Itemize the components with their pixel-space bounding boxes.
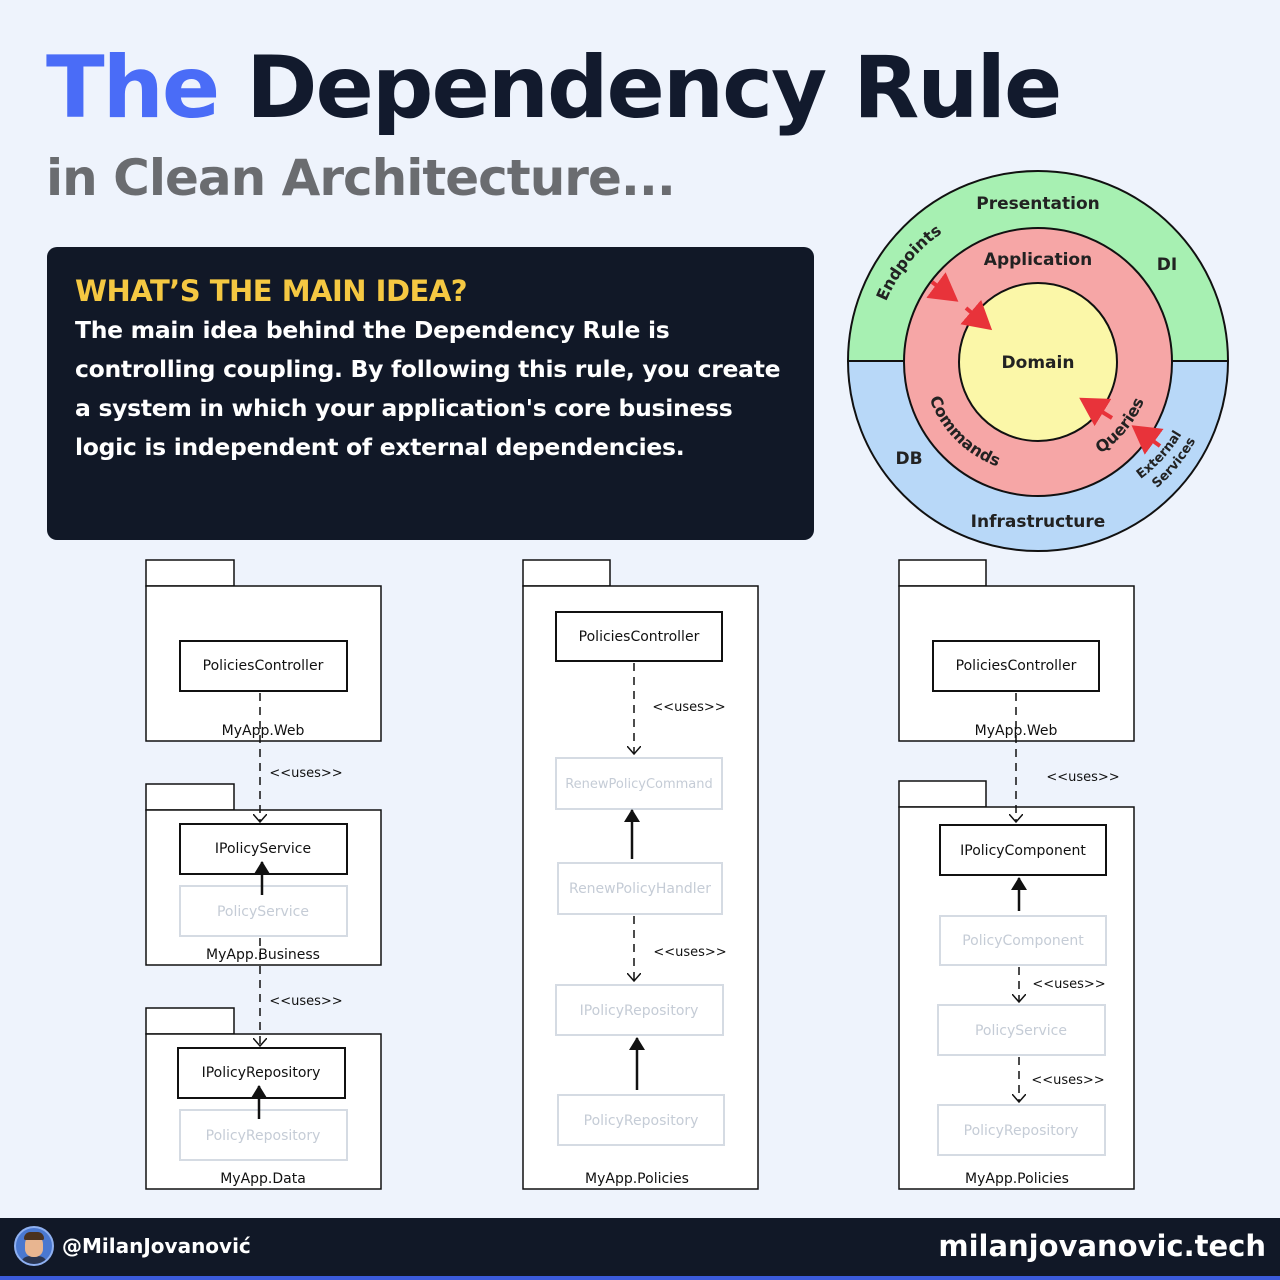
domain-core xyxy=(958,282,1118,442)
uses-label: <<uses>> xyxy=(1046,770,1119,785)
class-box xyxy=(937,1004,1106,1056)
avatar xyxy=(14,1226,54,1266)
onion-diagram: Presentation Infrastructure Application … xyxy=(846,170,1230,552)
title-accent: The xyxy=(46,38,220,138)
class-box xyxy=(179,640,348,692)
package-label-myapp-policies: MyApp.Policies xyxy=(965,1171,1069,1187)
dependency-arrow-application xyxy=(960,299,993,331)
label-presentation: Presentation xyxy=(976,194,1099,214)
class-renewpolicyhandler: RenewPolicyHandler xyxy=(569,881,711,897)
package-tab xyxy=(145,783,235,811)
label-application: Application xyxy=(984,250,1092,270)
package-label-myapp-business: MyApp.Business xyxy=(206,947,320,963)
class-renewpolicycommand: RenewPolicyCommand xyxy=(565,777,713,792)
page-title: The Dependency Rule xyxy=(46,38,1062,138)
main-idea-heading: WHAT’S THE MAIN IDEA? xyxy=(75,274,468,308)
uses-label: <<uses>> xyxy=(269,994,342,1009)
title-main: Dependency Rule xyxy=(246,38,1062,138)
class-box xyxy=(937,1104,1106,1156)
package-diagrams: PoliciesController IPolicyService Policy… xyxy=(145,559,1135,1190)
class-ipolicyrepository: IPolicyRepository xyxy=(202,1065,321,1081)
package-label-myapp-web: MyApp.Web xyxy=(222,723,305,739)
class-policies-controller: PoliciesController xyxy=(203,658,324,674)
label-di: DI xyxy=(1157,255,1177,275)
class-box xyxy=(939,824,1107,876)
label-db: DB xyxy=(895,449,922,469)
uses-label: <<uses>> xyxy=(1032,977,1105,992)
uses-label: <<uses>> xyxy=(1031,1073,1104,1088)
label-domain: Domain xyxy=(1002,353,1075,373)
website-link[interactable]: milanjovanovic.tech xyxy=(938,1229,1266,1263)
class-ipolicycomponent: IPolicyComponent xyxy=(960,843,1086,859)
class-box xyxy=(557,862,723,915)
class-box xyxy=(179,885,348,937)
uses-label: <<uses>> xyxy=(652,700,725,715)
author-handle: @MilanJovanović xyxy=(62,1234,251,1258)
package-tab xyxy=(145,559,235,587)
class-policies-controller: PoliciesController xyxy=(579,629,700,645)
main-idea-body: The main idea behind the Dependency Rule… xyxy=(75,316,781,461)
package-tab xyxy=(898,780,987,808)
class-box xyxy=(555,984,724,1036)
package-label-myapp-policies: MyApp.Policies xyxy=(585,1171,689,1187)
dependency-arrow-queries xyxy=(1079,397,1114,427)
package-tab xyxy=(522,559,611,587)
class-policycomponent: PolicyComponent xyxy=(962,933,1084,949)
class-policyrepository: PolicyRepository xyxy=(584,1113,699,1129)
uses-label: <<uses>> xyxy=(653,945,726,960)
class-box xyxy=(557,1094,725,1146)
class-policies-controller: PoliciesController xyxy=(956,658,1077,674)
package-label-myapp-data: MyApp.Data xyxy=(220,1171,306,1187)
uses-label: <<uses>> xyxy=(269,766,342,781)
class-box xyxy=(932,640,1100,692)
page-subtitle: in Clean Architecture... xyxy=(46,149,676,207)
class-ipolicyservice: IPolicyService xyxy=(215,841,311,857)
class-policyservice: PolicyService xyxy=(975,1023,1067,1039)
class-policyservice: PolicyService xyxy=(217,904,309,920)
class-box xyxy=(555,611,723,662)
footer-bar: @MilanJovanović milanjovanovic.tech xyxy=(0,1218,1280,1280)
class-box xyxy=(555,757,723,810)
package-label-myapp-web: MyApp.Web xyxy=(975,723,1058,739)
class-box xyxy=(939,915,1107,966)
class-policyrepository: PolicyRepository xyxy=(964,1123,1079,1139)
package-tab xyxy=(145,1007,235,1035)
class-ipolicyrepository: IPolicyRepository xyxy=(580,1003,699,1019)
label-infrastructure: Infrastructure xyxy=(971,512,1106,532)
class-box xyxy=(179,1109,348,1161)
class-policyrepository: PolicyRepository xyxy=(206,1128,321,1144)
class-box xyxy=(179,823,348,875)
package-tab xyxy=(898,559,987,587)
dependency-arrow-external xyxy=(1131,425,1164,455)
dependency-arrow-endpoints xyxy=(926,272,959,302)
main-idea-panel: WHAT’S THE MAIN IDEA? The main idea behi… xyxy=(47,247,814,540)
